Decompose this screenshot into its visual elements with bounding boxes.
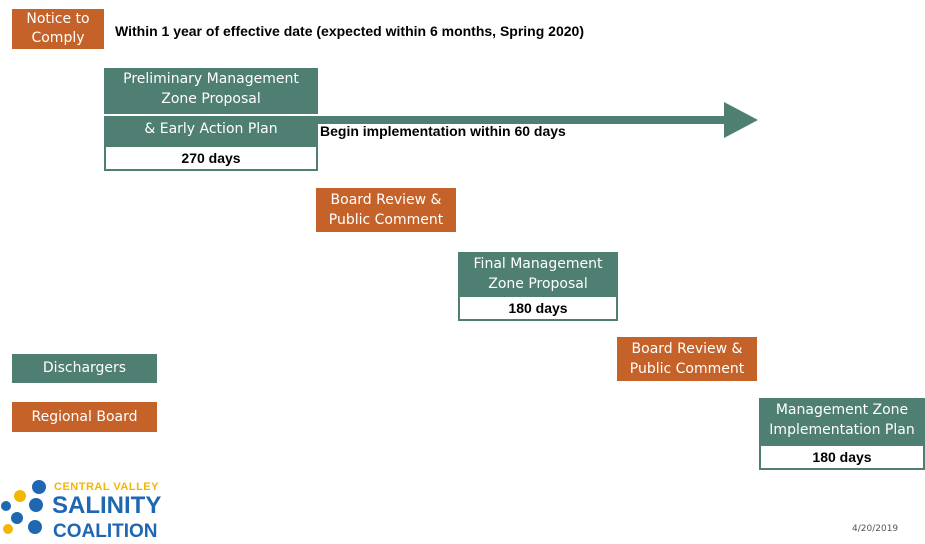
preliminary-line-3: & Early Action Plan — [144, 121, 278, 137]
board-review-2-line-2: Public Comment — [629, 361, 745, 377]
board-review-2-line-1: Board Review & — [631, 341, 743, 357]
board-review-1-line-1: Board Review & — [330, 192, 442, 208]
legend-regional-board: Regional Board — [12, 402, 157, 432]
board-review-box-2: Board Review & Public Comment — [617, 337, 757, 381]
header-text: Within 1 year of effective date (expecte… — [115, 23, 584, 39]
notice-to-comply-box: Notice to Comply — [12, 9, 104, 49]
mz-plan-days: 180 days — [759, 444, 925, 470]
preliminary-divider — [104, 114, 318, 116]
footer-date: 4/20/2019 — [852, 524, 899, 534]
arrow-shaft — [316, 116, 728, 124]
board-review-1-line-2: Public Comment — [328, 212, 444, 228]
final-line-1: Final Management — [473, 256, 603, 272]
preliminary-line-1: Preliminary Management — [123, 71, 299, 87]
mz-implementation-plan-box: Management Zone Implementation Plan — [759, 398, 925, 444]
mz-plan-line-1: Management Zone — [775, 402, 909, 418]
logo-line-1: CENTRAL VALLEY — [54, 481, 159, 493]
final-proposal-box: Final Management Zone Proposal — [458, 252, 618, 298]
logo-line-3: COALITION — [53, 521, 158, 542]
board-review-box-1: Board Review & Public Comment — [316, 188, 456, 232]
timeline-arrow — [316, 102, 758, 138]
implementation-text: Begin implementation within 60 days — [320, 123, 566, 139]
preliminary-days: 270 days — [104, 145, 318, 171]
mz-plan-line-2: Implementation Plan — [769, 422, 915, 438]
notice-line-1: Notice to — [26, 11, 90, 27]
preliminary-line-2: Zone Proposal — [161, 91, 261, 107]
arrow-head — [724, 102, 758, 138]
final-days: 180 days — [458, 295, 618, 321]
logo-line-2: SALINITY — [52, 492, 162, 519]
early-action-plan-box: & Early Action Plan — [104, 116, 318, 144]
notice-line-2: Comply — [31, 30, 85, 46]
cvsc-logo: CENTRAL VALLEY SALINITY COALITION — [0, 476, 200, 544]
logo-dots-icon — [1, 480, 46, 534]
legend-dischargers-label: Dischargers — [42, 360, 127, 376]
final-line-2: Zone Proposal — [488, 276, 588, 292]
legend-regional-board-label: Regional Board — [31, 409, 138, 425]
legend-dischargers: Dischargers — [12, 354, 157, 383]
